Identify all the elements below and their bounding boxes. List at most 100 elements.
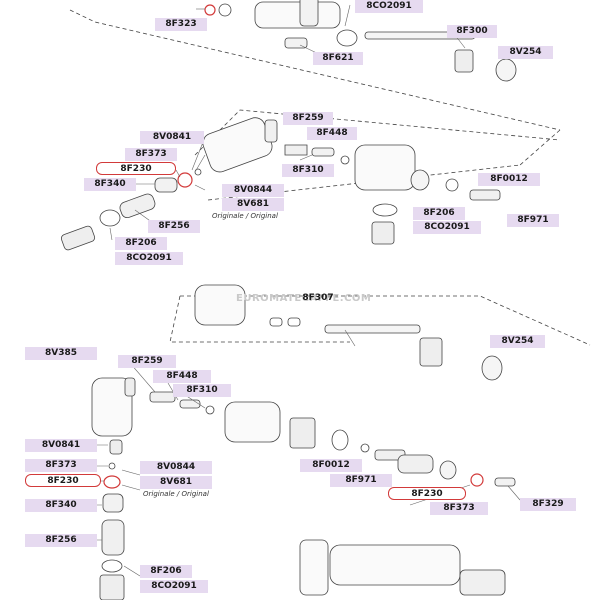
part-oring-highlight-mid bbox=[177, 172, 193, 188]
part-label-8f0012-a[interactable]: 8F0012 bbox=[478, 173, 540, 186]
part-label-8f971-a[interactable]: 8F971 bbox=[507, 214, 559, 227]
part-label-8v0841-b[interactable]: 8V0841 bbox=[25, 439, 97, 452]
part-threaded-left-mid bbox=[60, 225, 96, 251]
dashed-outline-low-bottom bbox=[169, 295, 350, 343]
part-label-8f230-a-highlighted[interactable]: 8F230 bbox=[96, 162, 176, 175]
section-middle-assembly bbox=[60, 109, 561, 251]
part-vertical-oring-highlight bbox=[103, 475, 121, 489]
part-label-8v681-b[interactable]: 8V681 bbox=[140, 476, 212, 489]
watermark: EUROMATECAFFE.COM bbox=[236, 293, 372, 304]
part-vertical-gasket bbox=[101, 559, 123, 573]
part-label-8f323[interactable]: 8F323 bbox=[155, 18, 207, 31]
part-label-8f0012-b[interactable]: 8F0012 bbox=[300, 459, 362, 472]
part-oring-low-a bbox=[269, 317, 283, 327]
part-oring-highlight-low bbox=[470, 473, 484, 487]
part-shaft-low bbox=[324, 324, 421, 334]
note-originale-b: Originale / Original bbox=[143, 490, 209, 498]
part-label-8f256-b[interactable]: 8F256 bbox=[25, 534, 97, 547]
part-nut-top bbox=[454, 49, 474, 73]
part-label-8co2091-top[interactable]: 8CO2091 bbox=[355, 0, 423, 13]
part-cap-low bbox=[439, 460, 457, 480]
part-oring-highlight-top bbox=[204, 4, 216, 16]
part-label-8f307[interactable]: 8F307 bbox=[302, 293, 334, 303]
part-filter-mid bbox=[154, 177, 178, 193]
part-oring-low-c bbox=[205, 405, 215, 415]
part-label-8f373-a[interactable]: 8F373 bbox=[125, 148, 177, 161]
part-label-8f448-a[interactable]: 8F448 bbox=[307, 127, 357, 140]
part-gasket-left-mid bbox=[99, 209, 121, 227]
part-nut-low bbox=[419, 337, 443, 367]
part-side-fitting-low bbox=[124, 377, 136, 397]
part-gasket-mid bbox=[372, 203, 398, 217]
part-fitting-top bbox=[299, 0, 319, 27]
part-label-8v0844-b[interactable]: 8V0844 bbox=[140, 461, 212, 474]
section-lower-assembly bbox=[91, 284, 591, 600]
part-label-8f230-c-highlighted[interactable]: 8F230 bbox=[388, 487, 466, 500]
part-label-8f259-b[interactable]: 8F259 bbox=[118, 355, 176, 368]
part-label-8co2091-a[interactable]: 8CO2091 bbox=[413, 221, 481, 234]
part-label-8f300[interactable]: 8F300 bbox=[447, 25, 497, 38]
part-pin-low bbox=[179, 399, 201, 409]
dashed-outline-low bbox=[180, 295, 591, 346]
part-label-8f310-b[interactable]: 8F310 bbox=[173, 384, 231, 397]
part-vertical-ball bbox=[109, 439, 123, 455]
part-cylinder-low bbox=[91, 377, 133, 437]
part-label-8f329[interactable]: 8F329 bbox=[520, 498, 576, 511]
part-label-8f206-b[interactable]: 8F206 bbox=[115, 237, 167, 250]
part-spring-low-c bbox=[397, 454, 434, 474]
part-threaded-mid bbox=[371, 221, 395, 245]
part-label-8f259-a[interactable]: 8F259 bbox=[283, 112, 333, 125]
part-bottom-fitting bbox=[459, 569, 506, 596]
part-label-8f340-b[interactable]: 8F340 bbox=[25, 499, 97, 512]
part-label-8co2091-b[interactable]: 8CO2091 bbox=[115, 252, 183, 265]
part-label-8v254-b[interactable]: 8V254 bbox=[490, 335, 545, 348]
part-label-8v254-top[interactable]: 8V254 bbox=[498, 46, 553, 59]
part-pin-right-low bbox=[494, 477, 516, 487]
dashed-outline-top-corner bbox=[519, 129, 561, 166]
part-cap-mid bbox=[410, 169, 430, 191]
part-housing-mid bbox=[354, 144, 416, 191]
part-body-mid bbox=[202, 117, 273, 173]
part-label-8co2091-c[interactable]: 8CO2091 bbox=[140, 580, 208, 593]
part-label-8f621[interactable]: 8F621 bbox=[313, 52, 363, 65]
part-label-8f206-a[interactable]: 8F206 bbox=[413, 207, 465, 220]
part-label-8v681-a[interactable]: 8V681 bbox=[222, 198, 284, 211]
part-bottom-body-a bbox=[299, 539, 329, 596]
part-spring-small-mid bbox=[284, 144, 308, 156]
part-spring-low-a bbox=[149, 391, 176, 403]
part-vertical-threaded bbox=[99, 574, 125, 600]
part-oring-mid-2 bbox=[445, 178, 459, 192]
part-oring-low-b bbox=[287, 317, 301, 327]
note-originale-a: Originale / Original bbox=[212, 212, 278, 220]
part-label-8f230-b-highlighted[interactable]: 8F230 bbox=[25, 474, 101, 487]
part-knob-top bbox=[495, 58, 517, 82]
part-spring-right-mid bbox=[469, 189, 501, 201]
part-label-8f340-a[interactable]: 8F340 bbox=[84, 178, 136, 191]
part-body-low-top bbox=[194, 284, 246, 326]
part-label-8v385[interactable]: 8V385 bbox=[25, 347, 97, 360]
part-washer-top bbox=[218, 3, 232, 17]
part-label-8f373-c[interactable]: 8F373 bbox=[430, 502, 488, 515]
dashed-outline-top bbox=[69, 9, 561, 131]
part-oring-low-d bbox=[360, 443, 370, 453]
part-gasket-low bbox=[331, 429, 349, 451]
part-threaded-low bbox=[289, 417, 316, 449]
part-label-8v0844-a[interactable]: 8V0844 bbox=[222, 184, 284, 197]
part-knob-low bbox=[481, 355, 503, 381]
part-label-8f971-b[interactable]: 8F971 bbox=[330, 474, 392, 487]
part-spring-mid bbox=[119, 193, 156, 219]
part-label-8f256-a[interactable]: 8F256 bbox=[148, 220, 200, 233]
part-label-8f373-b[interactable]: 8F373 bbox=[25, 459, 97, 472]
part-body-top bbox=[254, 1, 341, 29]
part-label-8f448-b[interactable]: 8F448 bbox=[153, 370, 211, 383]
part-fitting-mid bbox=[264, 119, 278, 143]
part-label-8v0841-a[interactable]: 8V0841 bbox=[140, 131, 204, 144]
part-label-8f206-c[interactable]: 8F206 bbox=[140, 565, 192, 578]
part-vertical-spring bbox=[101, 519, 125, 556]
part-housing-low bbox=[224, 401, 281, 443]
part-label-8f310-a[interactable]: 8F310 bbox=[282, 164, 334, 177]
part-vertical-oring bbox=[108, 462, 116, 470]
part-gasket-top bbox=[336, 29, 358, 47]
